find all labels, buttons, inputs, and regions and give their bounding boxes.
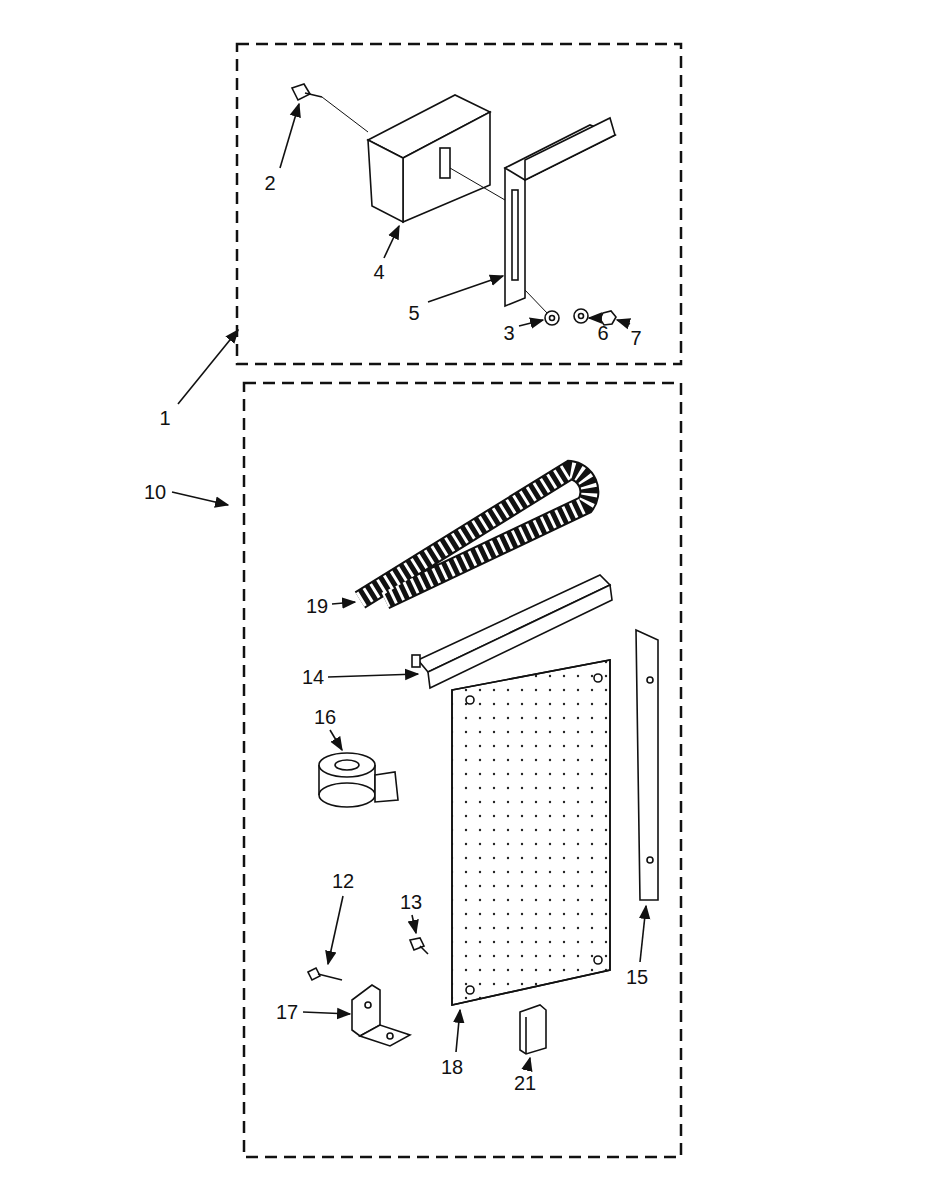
strip-hole xyxy=(647,857,653,863)
bolt xyxy=(292,84,310,100)
leader-line xyxy=(527,1058,530,1070)
callout-number: 13 xyxy=(398,891,424,913)
seal-strip xyxy=(360,470,589,600)
leader-line xyxy=(412,915,416,933)
block xyxy=(525,1017,527,1054)
kit-outline xyxy=(244,383,681,1157)
screw-shank xyxy=(318,974,342,980)
callout-number: 3 xyxy=(501,322,516,344)
leader-line xyxy=(384,226,399,258)
slot xyxy=(512,190,518,280)
kit-outline xyxy=(237,44,681,364)
block xyxy=(520,1005,546,1054)
leader-line xyxy=(330,730,342,750)
callout-number: 10 xyxy=(142,481,168,503)
cover-bracket xyxy=(368,140,403,222)
screw-shank xyxy=(420,946,428,954)
callout-number: 17 xyxy=(274,1001,300,1023)
angle-bracket xyxy=(360,1025,410,1046)
callout-number: 5 xyxy=(406,302,421,324)
panel-hole xyxy=(466,986,474,994)
leader-line xyxy=(519,320,543,326)
strip-hole xyxy=(647,677,653,683)
panel-hole xyxy=(466,696,474,704)
callout-number: 6 xyxy=(595,322,610,344)
tape-end xyxy=(375,772,398,802)
cover-bracket xyxy=(403,112,490,222)
tape-roll xyxy=(318,765,320,795)
panel-hole xyxy=(594,956,602,964)
rail xyxy=(418,575,610,672)
leader-line xyxy=(303,1012,350,1014)
slot xyxy=(440,148,450,178)
side-strip xyxy=(636,630,658,900)
leader-line xyxy=(328,896,343,964)
tape-roll xyxy=(319,783,375,807)
leader-line xyxy=(172,492,228,505)
leader-line xyxy=(428,276,503,302)
callout-number: 12 xyxy=(330,870,356,892)
callout-number: 21 xyxy=(512,1072,538,1094)
callout-number: 14 xyxy=(300,666,326,688)
panel xyxy=(452,660,610,1005)
washer xyxy=(579,314,584,319)
bracket-hole xyxy=(387,1033,393,1039)
assembly-line xyxy=(450,168,505,200)
panel xyxy=(452,660,610,1005)
callout-number: 19 xyxy=(304,595,330,617)
leader-line xyxy=(178,330,238,404)
assembly-line xyxy=(525,290,548,314)
leader-line xyxy=(328,674,418,677)
callout-number: 15 xyxy=(624,966,650,988)
tape-roll xyxy=(319,753,375,777)
support-bracket xyxy=(525,118,615,180)
bracket-hole xyxy=(365,1002,371,1008)
washer xyxy=(545,311,559,325)
leader-line xyxy=(617,320,630,324)
callout-number: 18 xyxy=(439,1056,465,1078)
callout-number: 1 xyxy=(157,407,172,429)
washer xyxy=(550,316,555,321)
leader-line xyxy=(332,602,355,604)
callout-number: 4 xyxy=(371,261,386,283)
assembly-line xyxy=(322,97,368,132)
support-bracket xyxy=(505,160,525,306)
callout-number: 16 xyxy=(312,706,338,728)
bolt-shank xyxy=(305,93,322,97)
panel-hole xyxy=(594,674,602,682)
leader-line xyxy=(280,104,299,168)
leader-line xyxy=(589,317,596,319)
washer xyxy=(574,309,588,323)
seal-strip xyxy=(360,470,589,600)
rail-tab xyxy=(412,655,420,667)
tape-core xyxy=(335,760,359,770)
callout-number: 7 xyxy=(628,327,643,349)
callout-number: 2 xyxy=(262,172,277,194)
leader-line xyxy=(456,1010,460,1052)
leader-line xyxy=(640,906,646,962)
